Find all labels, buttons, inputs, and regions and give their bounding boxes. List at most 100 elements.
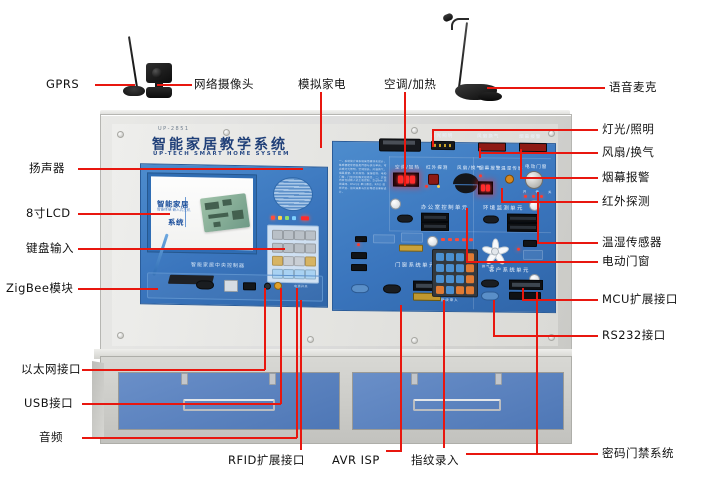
leader-rs232-v — [493, 300, 495, 337]
vga-port[interactable] — [196, 280, 214, 290]
leader-light-v — [432, 129, 434, 147]
seven-segment-display — [393, 172, 419, 187]
callout-audio: 音频 — [39, 430, 63, 444]
callout-smoke: 烟幕报警 — [602, 170, 650, 184]
instruction-text-block: 一、系统简介本系统采用模块化设计，集成智能家居各类传感与执行单元，可完成灯光照明… — [339, 159, 387, 195]
terminal-block-smoke[interactable] — [519, 142, 547, 153]
user-connector-1[interactable] — [523, 239, 537, 247]
rs232-connector[interactable] — [481, 279, 499, 288]
cabinet-left-side — [92, 360, 104, 440]
mcu-expansion-header-left[interactable] — [421, 212, 449, 223]
microphone-gooseneck-icon — [457, 22, 469, 88]
leader-appliance — [320, 92, 322, 148]
leader-lcd — [78, 213, 170, 215]
status-led-row — [271, 215, 311, 222]
callout-zigbee: ZigBee模块 — [6, 281, 74, 295]
mcu-expansion-header-right-2[interactable] — [507, 222, 539, 232]
usb-port[interactable] — [243, 282, 256, 291]
leader-infrared-h — [501, 201, 598, 203]
motor-window-knob[interactable] — [525, 170, 543, 190]
central-controller-panel[interactable]: 智能家居 智能终端 嵌入式主机 系统 — [140, 163, 328, 308]
drawer-handle-post — [181, 373, 188, 385]
leader-light-h — [432, 129, 598, 131]
leader-smoke-v — [520, 149, 522, 179]
window-led-close — [540, 195, 543, 199]
label-aircon-heat: 空调/加热 — [395, 165, 420, 171]
frame-screw — [117, 332, 124, 339]
leader-gprs — [95, 84, 135, 86]
mcu-expansion-header-left-2[interactable] — [421, 221, 449, 232]
dw-terminal-strip[interactable] — [399, 244, 423, 252]
device-title-cn: 智能家居教学系统 — [152, 137, 288, 153]
frame-screw — [411, 337, 418, 344]
leader-avrisp-h — [386, 450, 402, 452]
access-control-keypad[interactable] — [432, 248, 478, 298]
callout-avrisp: AVR ISP — [332, 453, 380, 467]
drawer-handle[interactable] — [183, 399, 275, 411]
ethernet-port[interactable] — [224, 279, 238, 293]
leader-camera — [157, 84, 192, 86]
frame-screw — [117, 131, 124, 138]
leader-doorlock-h — [536, 453, 598, 455]
callout-rfid: RFID扩展接口 — [228, 453, 305, 467]
keypad-unit-button[interactable] — [427, 235, 438, 247]
leader-audio-v — [296, 288, 298, 438]
dw-connector-2[interactable] — [351, 252, 367, 260]
drawer-handle-post — [411, 373, 418, 385]
office-unit-button[interactable] — [390, 198, 401, 210]
cabinet-drawer-left[interactable] — [118, 372, 340, 430]
callout-doorlock: 密码门禁系统 — [602, 446, 674, 460]
avr-isp-port[interactable] — [383, 284, 401, 294]
callout-keypad: 键盘输入 — [26, 241, 74, 255]
label-smoke-alarm: 烟幕报警 — [479, 166, 502, 172]
terminal-block-light[interactable] — [431, 140, 455, 151]
dw-label-box-1 — [373, 234, 395, 244]
drawer-handle[interactable] — [413, 399, 501, 411]
callout-infrared: 红外探测 — [602, 194, 650, 208]
callout-appliance: 模拟家电 — [298, 77, 346, 91]
leader-audio-h — [82, 437, 297, 439]
callout-aircon: 空调/加热 — [384, 77, 437, 91]
callout-ethernet: 以太网接口 — [21, 362, 81, 376]
dw-connector-3[interactable] — [351, 264, 367, 272]
callout-speaker: 扬声器 — [29, 161, 65, 175]
leader-keypad — [78, 248, 285, 250]
callout-mic: 语音麦克 — [609, 80, 657, 94]
gprs-antenna-base-icon — [123, 86, 145, 96]
speaker-grille-icon — [273, 176, 313, 212]
mcu-db9-connector-right[interactable] — [483, 215, 499, 224]
appliance-connector-slot — [383, 140, 415, 145]
fingerprint-module-port[interactable] — [481, 291, 499, 301]
drawer-handle-post — [269, 373, 276, 385]
camera-lens-icon — [152, 68, 162, 78]
label-fan: 风扇换气 — [477, 134, 500, 140]
window-led-stop — [532, 194, 535, 198]
dw-connector-1[interactable] — [355, 236, 367, 243]
infrared-led-2 — [437, 184, 440, 188]
leader-temphum-h — [537, 242, 598, 244]
mcu-expansion-header-right[interactable] — [507, 213, 539, 223]
leader-fingerprint-v — [443, 300, 445, 448]
smoke-alarm-led — [479, 174, 482, 178]
dw-led-1 — [357, 243, 360, 247]
temp-humidity-sensor-icon — [505, 174, 514, 184]
drawer-handle-post — [495, 373, 502, 385]
terminal-block-fan[interactable] — [478, 142, 506, 152]
cabinet-drawer-right[interactable] — [352, 372, 564, 430]
rfid-extension-port[interactable] — [351, 284, 369, 294]
mcu-expansion-connector[interactable] — [509, 279, 543, 291]
leader-speaker — [78, 168, 303, 170]
camera-base-icon — [146, 87, 172, 98]
cabinet-top-surface — [94, 349, 572, 359]
leader-mcu-v — [522, 288, 524, 301]
label-light: 灯光照明 — [431, 133, 454, 140]
pcb-illustration-icon — [199, 193, 251, 233]
frame-screw — [548, 334, 555, 341]
left-panel-caption: 智能家居中央控制器 — [191, 262, 246, 270]
dw-label-box-2 — [401, 232, 423, 243]
callout-usb: USB接口 — [24, 396, 74, 410]
device-title-en: UP-TECH SMART HOME SYSTEM — [153, 151, 291, 157]
mcu-db9-connector-left[interactable] — [397, 214, 413, 223]
callout-temphum: 温湿传感器 — [602, 235, 662, 249]
frame-screw — [548, 130, 555, 137]
